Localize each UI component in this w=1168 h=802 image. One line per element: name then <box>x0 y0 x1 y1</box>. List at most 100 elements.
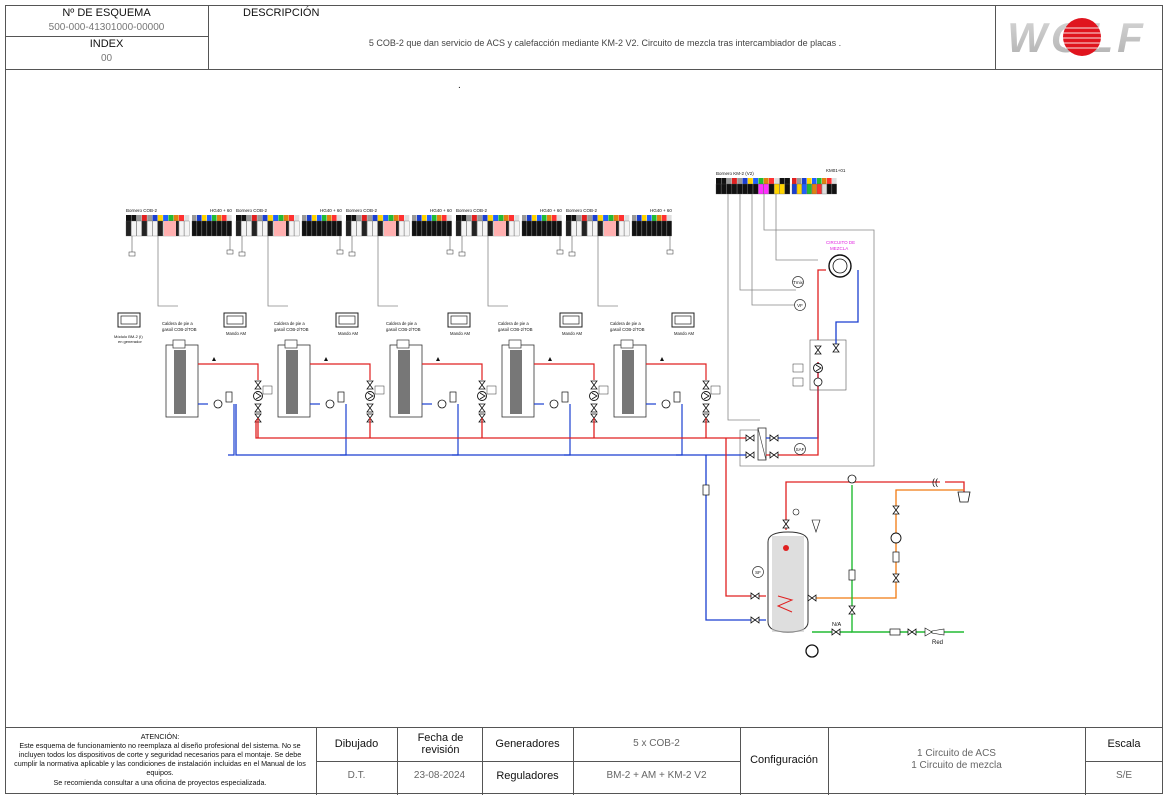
terminal-block <box>826 183 832 195</box>
valve-icon <box>478 380 486 390</box>
terminal-label-cob: Bornero COB-2 <box>236 208 268 213</box>
pump-icon <box>253 391 263 401</box>
terminal-label-hg: HG40 + 60 <box>540 208 562 213</box>
terminal-block <box>441 220 447 237</box>
terminal-block <box>307 215 312 221</box>
terminal-block <box>432 215 437 221</box>
check-valve-icon <box>449 391 457 403</box>
anode-icon <box>805 644 819 658</box>
terminal-plug-icon <box>446 249 454 255</box>
check-valve-icon <box>561 391 569 403</box>
terminal-block <box>667 215 672 221</box>
regulators-label: Reguladores <box>496 770 559 782</box>
terminal-block <box>774 183 780 195</box>
terminal-block <box>618 220 625 237</box>
scheme-number-value: 500-000-41301000-00000 <box>48 22 165 33</box>
terminal-block <box>336 220 342 237</box>
thermometer-icon <box>792 508 800 516</box>
control-wire <box>775 194 818 261</box>
terminal-block <box>477 220 483 237</box>
terminal-block <box>509 215 514 221</box>
boiler-flue <box>396 339 410 349</box>
terminal-block <box>377 215 383 221</box>
divider <box>316 761 740 762</box>
terminal-block <box>147 215 153 221</box>
valve-icon <box>832 343 840 353</box>
boiler-flue <box>172 339 186 349</box>
terminal-block <box>356 220 362 237</box>
terminal-block <box>731 178 737 184</box>
terminal-block <box>592 215 598 221</box>
terminal-block <box>542 215 547 221</box>
boiler-flue <box>620 339 634 349</box>
terminal-block <box>157 215 163 221</box>
terminal-block <box>332 215 337 221</box>
description-text: 5 COB-2 que dan servicio de ACS y calefa… <box>368 38 842 48</box>
terminal-block <box>806 183 812 195</box>
terminal-block <box>636 220 642 237</box>
terminal-block <box>541 220 547 237</box>
tank-sensor-dot <box>783 545 789 551</box>
dhw-recirc <box>812 489 964 599</box>
mixing-valve-icon <box>847 474 857 484</box>
return-pipe <box>228 404 235 456</box>
pump-arrow-icon <box>703 392 710 400</box>
sensor-box-icon <box>598 385 609 395</box>
terminal-block <box>257 220 263 237</box>
terminal-block <box>514 220 520 237</box>
terminal-block <box>383 215 389 221</box>
control-wire <box>597 236 618 307</box>
am-label: Mando AM <box>338 331 359 336</box>
terminal-block <box>768 183 775 195</box>
terminal-block <box>212 215 217 221</box>
terminal-block <box>546 220 552 237</box>
terminal-block <box>807 178 812 184</box>
valve-icon <box>478 403 486 413</box>
control-wire <box>267 236 288 307</box>
terminal-block <box>527 215 532 221</box>
flow-pipe <box>534 363 595 380</box>
valve-icon <box>907 628 917 636</box>
terminal-block <box>603 215 609 221</box>
terminal-block <box>816 183 822 195</box>
terminal-plug-icon <box>238 251 246 257</box>
check-valve-icon <box>892 551 900 563</box>
terminal-block <box>608 215 614 221</box>
am-label: Mando AM <box>674 331 695 336</box>
terminal-plug-icon <box>556 249 564 255</box>
terminal-block <box>367 220 373 237</box>
generators-value: 5 x COB-2 <box>633 738 680 749</box>
terminal-block <box>399 215 404 221</box>
return-pipe <box>564 404 571 456</box>
flow-pipe <box>422 363 483 380</box>
pump-icon <box>549 399 559 409</box>
terminal-block <box>737 178 743 184</box>
terminal-block <box>262 220 268 237</box>
control-wire <box>739 194 796 291</box>
terminal-block <box>631 220 637 237</box>
pump-icon <box>589 391 599 401</box>
terminal-block <box>217 215 222 221</box>
terminal-block <box>211 220 217 237</box>
cold-water-pipe <box>851 485 964 633</box>
divider <box>995 5 996 69</box>
terminal-block <box>356 215 362 221</box>
terminal-block <box>753 178 759 184</box>
terminal-block <box>646 220 652 237</box>
terminal-block <box>637 215 642 221</box>
radiator-inner-icon <box>832 258 848 274</box>
terminal-block <box>769 178 774 184</box>
terminal-block <box>471 215 477 221</box>
terminal-label-hg: HG40 + 60 <box>650 208 672 213</box>
divider <box>1085 761 1163 762</box>
terminal-block <box>597 220 603 237</box>
terminal-block <box>221 220 227 237</box>
terminal-block <box>556 220 562 237</box>
terminal-block <box>294 215 300 221</box>
sensor-label: SAF <box>796 447 805 452</box>
scale-value: S/E <box>1115 770 1133 781</box>
mix-return-riser <box>835 270 859 350</box>
terminal-block <box>613 215 619 221</box>
terminal-block <box>482 220 488 237</box>
